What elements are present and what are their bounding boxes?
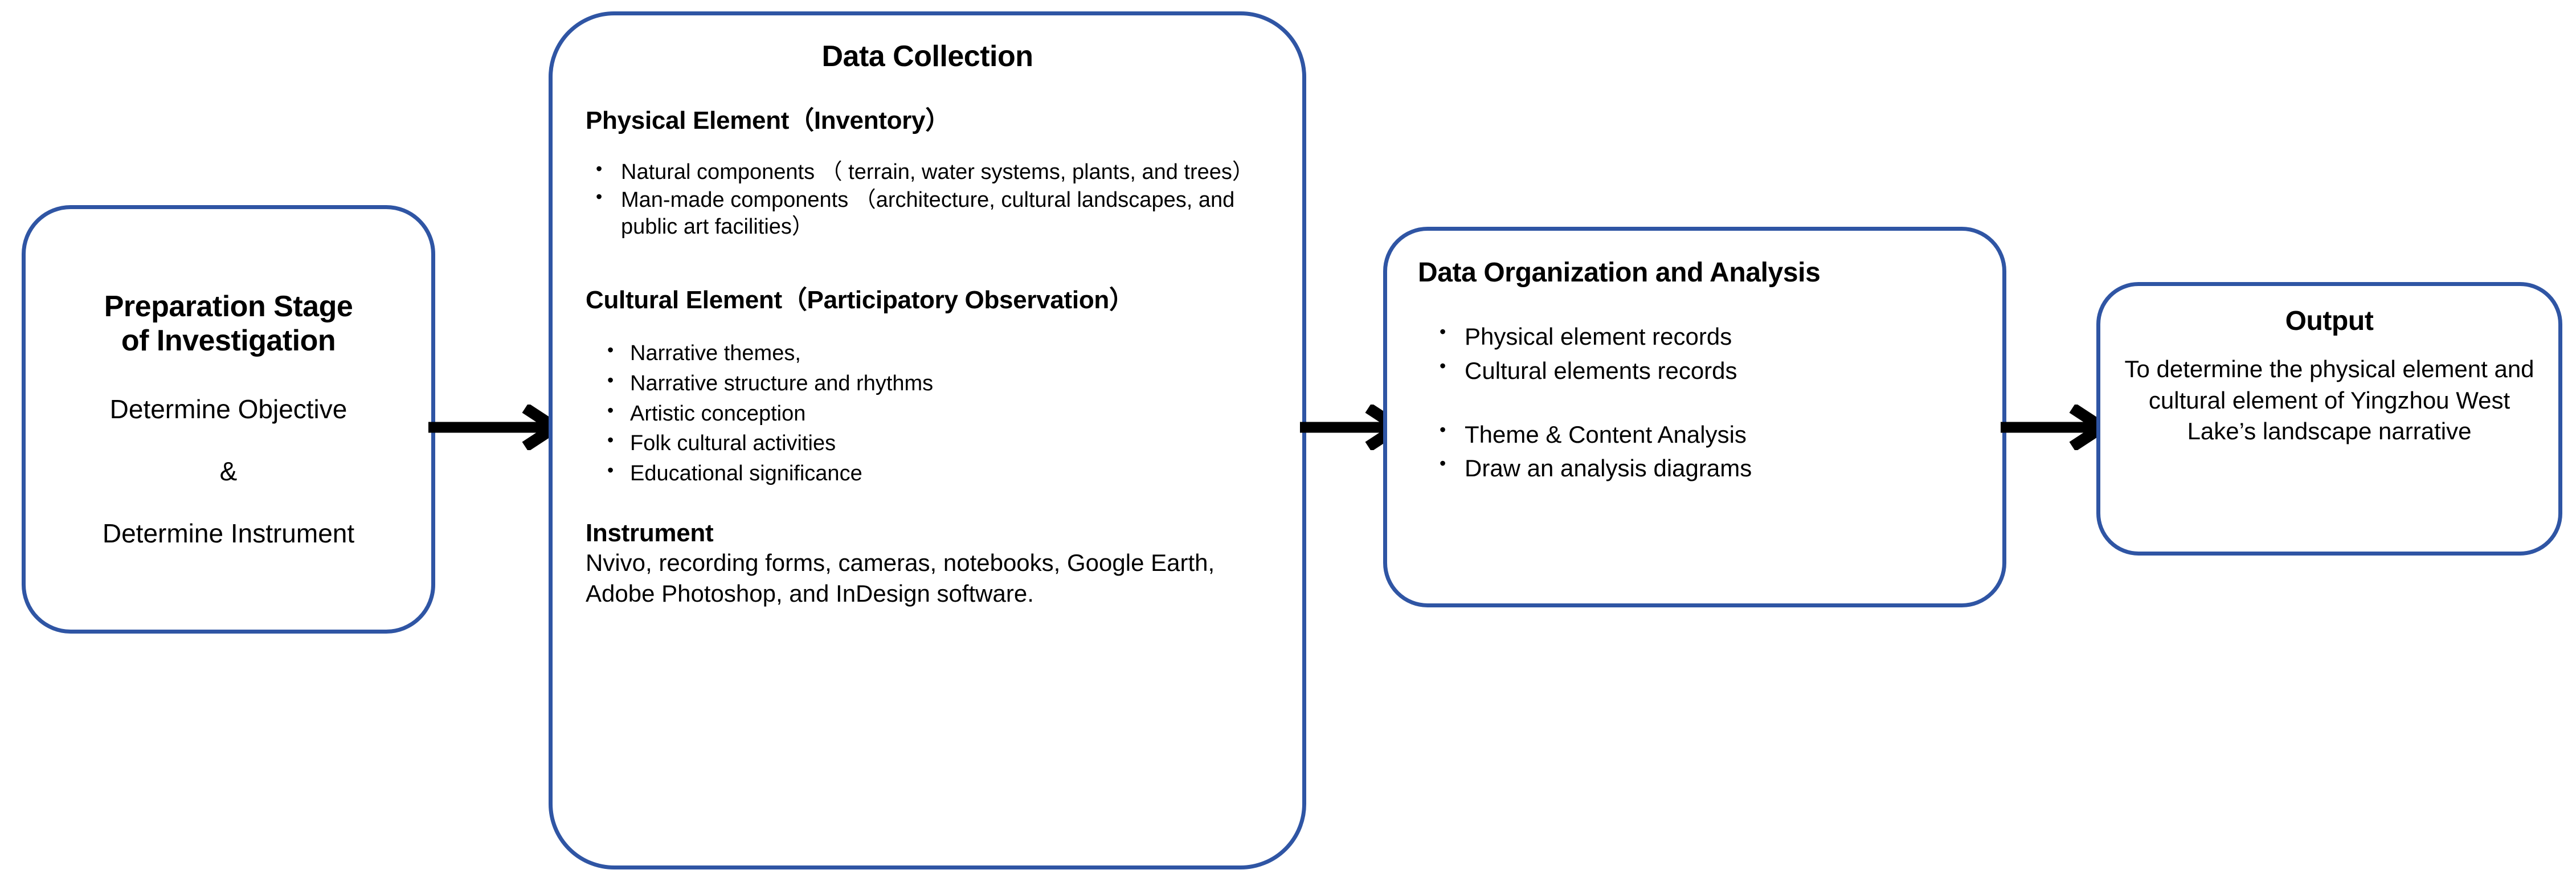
- stage-box-data-collection[interactable]: Data Collection Physical Element（Invento…: [549, 11, 1306, 869]
- cultural-element-heading: Cultural Element（Participatory Observati…: [586, 279, 1269, 316]
- physical-element-bullet-list: Natural components （ terrain, water syst…: [586, 158, 1269, 240]
- preparation-title-line2: of Investigation: [121, 324, 336, 358]
- instrument-text: Nvivo, recording forms, cameras, noteboo…: [586, 549, 1215, 607]
- organization-records-list: Physical element records Cultural elemen…: [1410, 320, 1980, 386]
- preparation-title: Preparation Stage of Investigation: [104, 289, 353, 358]
- spacer: [586, 316, 1269, 340]
- list-item: Physical element records: [1410, 320, 1980, 352]
- preparation-conjunction: &: [219, 456, 238, 486]
- data-collection-heading: Data Collection: [821, 40, 1034, 73]
- spacer: [1410, 390, 1980, 419]
- stage-box-preparation[interactable]: Preparation Stage of Investigation Deter…: [22, 205, 435, 634]
- stage-box-data-organization[interactable]: Data Organization and Analysis Physical …: [1383, 227, 2006, 607]
- spacer: [586, 489, 1269, 519]
- output-text: To determine the physical element and cu…: [2124, 356, 2534, 445]
- stage-box-output[interactable]: Output To determine the physical element…: [2096, 282, 2562, 556]
- preparation-title-line1: Preparation Stage: [104, 289, 353, 323]
- preparation-item-instrument: Determine Instrument: [102, 518, 355, 548]
- list-item: Narrative themes,: [586, 338, 1269, 368]
- list-item: Cultural elements records: [1410, 354, 1980, 386]
- organization-heading: Data Organization and Analysis: [1418, 258, 1821, 288]
- list-item: Folk cultural activities: [586, 428, 1269, 458]
- preparation-item-objective: Determine Objective: [109, 394, 347, 424]
- spacer: [586, 242, 1269, 279]
- list-item: Theme & Content Analysis: [1410, 418, 1980, 450]
- physical-element-heading: Physical Element（Inventory）: [586, 100, 1269, 136]
- cultural-element-method: （Participatory Observation）: [782, 286, 1134, 315]
- organization-analysis-list: Theme & Content Analysis Draw an analysi…: [1410, 418, 1980, 484]
- list-item: Educational significance: [586, 459, 1269, 488]
- list-item: Draw an analysis diagrams: [1410, 452, 1980, 484]
- cultural-element-bullet-list: Narrative themes, Narrative structure an…: [586, 338, 1269, 488]
- spacer: [586, 74, 1269, 100]
- arrow-preparation-to-collection: [428, 405, 559, 450]
- physical-element-method: （Inventory）: [789, 107, 950, 134]
- list-item: Narrative structure and rhythms: [586, 369, 1269, 398]
- instrument-label: Instrument: [586, 519, 714, 548]
- physical-element-label: Physical Element: [586, 107, 790, 134]
- cultural-element-label: Cultural Element: [586, 286, 782, 315]
- spacer: [586, 136, 1269, 159]
- list-item: Man-made components （architecture, cultu…: [586, 186, 1269, 240]
- list-item: Artistic conception: [586, 399, 1269, 428]
- output-heading: Output: [2285, 306, 2374, 336]
- arrow-organization-to-output: [2001, 405, 2107, 450]
- spacer: [1410, 288, 1980, 321]
- list-item: Natural components （ terrain, water syst…: [586, 158, 1269, 186]
